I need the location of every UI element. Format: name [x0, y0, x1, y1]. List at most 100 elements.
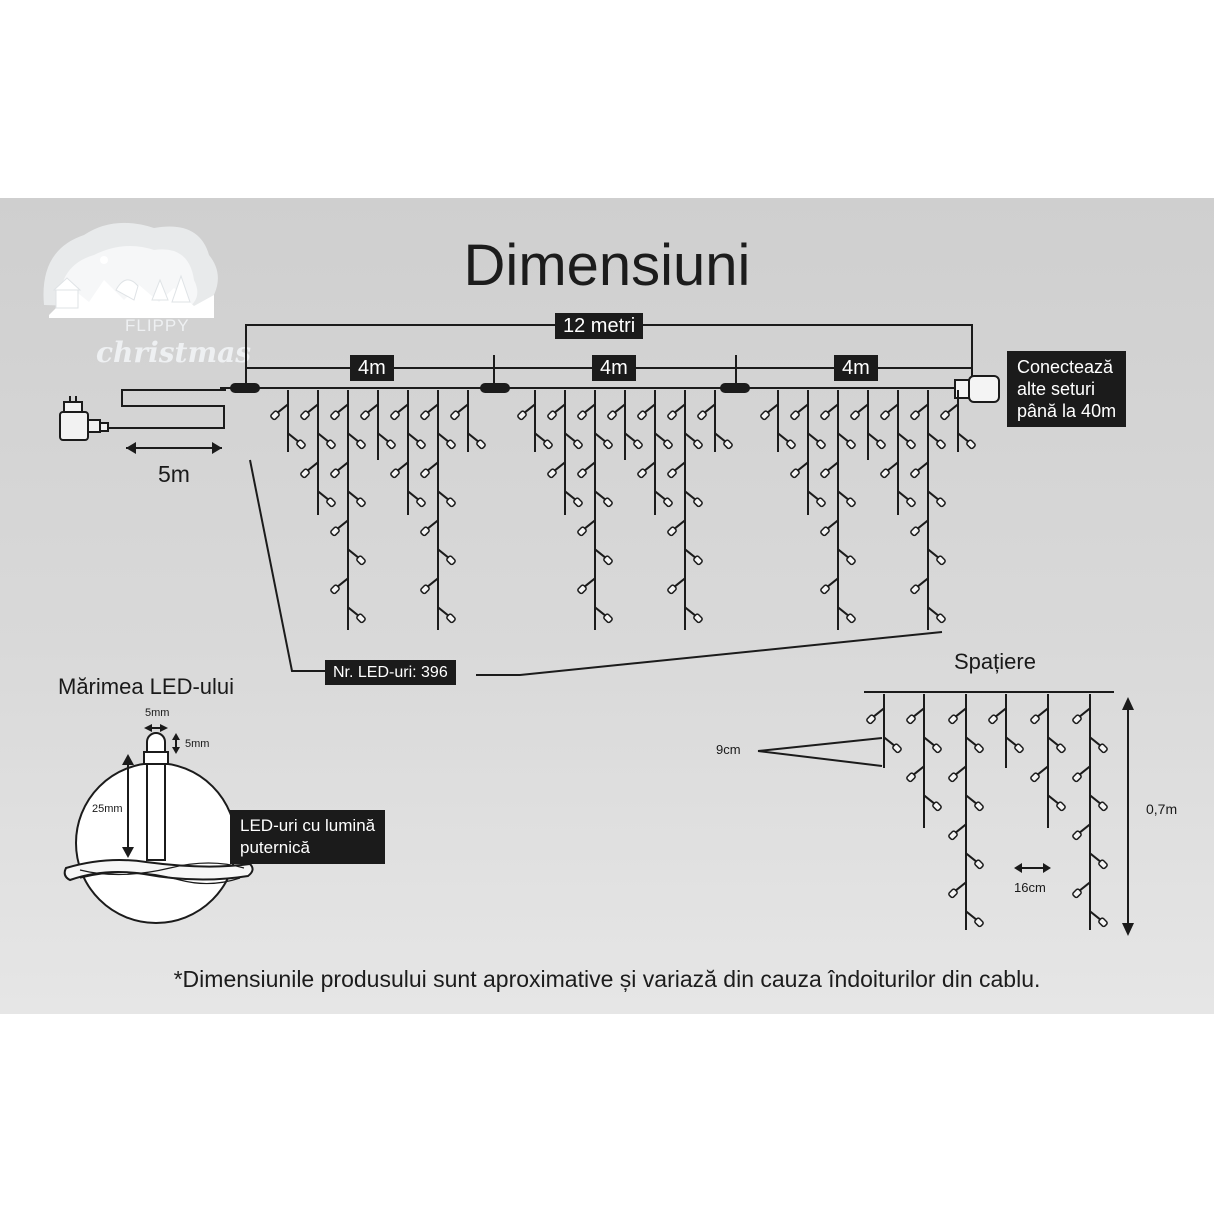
- led-bulb-icon: [667, 410, 677, 421]
- icicle-branch: [965, 910, 977, 921]
- led-bulb-icon: [663, 497, 673, 508]
- led-bulb-icon: [330, 584, 340, 595]
- led-bulb-icon: [910, 410, 920, 421]
- led-bulb-icon: [633, 439, 643, 450]
- icicle-branch: [1037, 765, 1049, 776]
- led-bulb-icon: [910, 468, 920, 479]
- led-bulb-icon: [573, 439, 583, 450]
- led-height-label: 5mm: [185, 738, 210, 750]
- icicle-branch: [427, 577, 439, 588]
- led-bulb-icon: [906, 772, 916, 783]
- led-bulb-icon: [816, 439, 826, 450]
- icicle-branch: [767, 403, 779, 414]
- icicle-branch: [377, 432, 389, 443]
- led-bulb-icon: [880, 410, 890, 421]
- icicle-branch: [584, 461, 596, 472]
- led-bulb-icon: [846, 555, 856, 566]
- icicle-branch: [674, 519, 686, 530]
- led-bulb-icon: [693, 439, 703, 450]
- icicle-branch: [1089, 910, 1101, 921]
- icicle-branch: [427, 519, 439, 530]
- icicle-branch: [965, 794, 977, 805]
- icicle-branch: [684, 490, 696, 501]
- led-bulb-icon: [1098, 917, 1108, 928]
- led-bulb-icon: [547, 410, 557, 421]
- icicle-branch: [704, 403, 716, 414]
- led-bulb-icon: [906, 439, 916, 450]
- icicle-branch: [883, 736, 895, 747]
- led-bulb-icon: [820, 410, 830, 421]
- icicle-branch: [594, 490, 606, 501]
- led-bulb-icon: [932, 801, 942, 812]
- led-bulb-icon: [390, 468, 400, 479]
- icicle-branch: [337, 519, 349, 530]
- icicle-branch: [317, 432, 329, 443]
- icicle-branch: [927, 432, 939, 443]
- led-bulb-icon: [420, 410, 430, 421]
- icicle-branch: [867, 432, 879, 443]
- led-bulb-icon: [416, 439, 426, 450]
- led-bulb-icon: [663, 439, 673, 450]
- icicle-branch: [1037, 707, 1049, 718]
- icicle-branch: [407, 490, 419, 501]
- led-brightness-note: LED-uri cu lumină puternică: [230, 810, 386, 864]
- icicle-branch: [564, 432, 576, 443]
- icicle-branch: [827, 519, 839, 530]
- icicle-branch: [913, 765, 925, 776]
- icicle-branch: [337, 403, 349, 414]
- led-bulb-icon: [693, 555, 703, 566]
- led-bulb-icon: [270, 410, 280, 421]
- icicle-branch: [923, 794, 935, 805]
- icicle-branch: [307, 461, 319, 472]
- icicle-branch: [287, 432, 299, 443]
- icicle-branch: [457, 403, 469, 414]
- led-bulb-icon: [693, 613, 703, 624]
- icicle-branch: [827, 577, 839, 588]
- icicle-branch: [955, 823, 967, 834]
- end-connector-icon: [954, 375, 1000, 403]
- icicle-branch: [594, 606, 606, 617]
- led-bulb-icon: [517, 410, 527, 421]
- led-bulb-icon: [667, 526, 677, 537]
- icicle-branch: [917, 577, 929, 588]
- led-bulb-icon: [390, 410, 400, 421]
- led-bulb-icon: [820, 584, 830, 595]
- icicle-branch: [1047, 794, 1059, 805]
- icicle-branch: [684, 606, 696, 617]
- led-bulb-icon: [547, 468, 557, 479]
- led-bulb-icon: [820, 526, 830, 537]
- icicle-branch: [614, 403, 626, 414]
- spacing-heading: Spațiere: [954, 649, 1036, 674]
- led-bulb-icon: [974, 917, 984, 928]
- led-bulb-icon: [790, 410, 800, 421]
- led-bulb-icon: [988, 714, 998, 725]
- led-bulb-icon: [974, 801, 984, 812]
- led-count-label: Nr. LED-uri: 396: [325, 660, 456, 685]
- icicle-branch: [554, 403, 566, 414]
- icicle-branch: [594, 432, 606, 443]
- led-bulb-icon: [966, 439, 976, 450]
- icicle-branch: [437, 490, 449, 501]
- led-bulb-icon: [906, 714, 916, 725]
- icicle-branch: [644, 461, 656, 472]
- icicle-branch: [1089, 736, 1101, 747]
- led-bulb-icon: [940, 410, 950, 421]
- led-bulb-icon: [1072, 714, 1082, 725]
- led-bulb-icon: [386, 439, 396, 450]
- icicle-branch: [524, 403, 536, 414]
- led-stem-label: 25mm: [92, 803, 123, 815]
- icicle-branch: [654, 432, 666, 443]
- led-bulb-icon: [948, 830, 958, 841]
- lead-cable-label: 5m: [158, 461, 190, 487]
- led-bulb-icon: [603, 613, 613, 624]
- icicle-branch: [1089, 852, 1101, 863]
- led-bulb-icon: [356, 439, 366, 450]
- led-bulb-icon: [416, 497, 426, 508]
- led-bulb-icon: [450, 410, 460, 421]
- led-bulb-icon: [906, 497, 916, 508]
- icicle-branch: [887, 461, 899, 472]
- horizontal-spacing-label: 16cm: [1014, 880, 1046, 895]
- segment-length-label-3: 4m: [834, 355, 878, 381]
- led-bulb-icon: [326, 497, 336, 508]
- icicle-branch: [965, 736, 977, 747]
